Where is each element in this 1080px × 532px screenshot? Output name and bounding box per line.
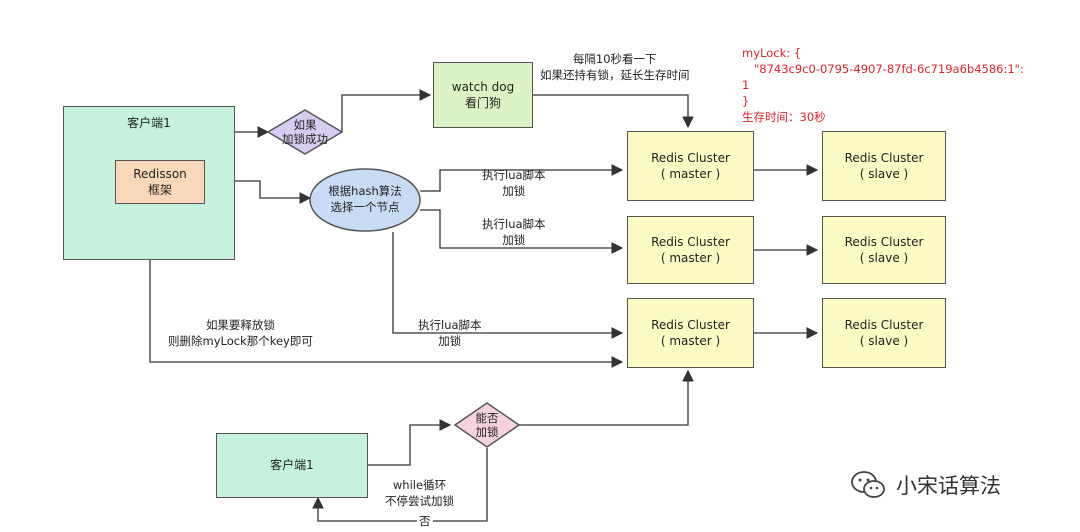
watch-dog-note-line1: 每隔10秒看一下 (572, 52, 657, 66)
master-box-2: Redis Cluster ( master ) (627, 216, 754, 284)
arrow-hash-to-master1 (420, 164, 624, 192)
master-3-line2: ( master ) (660, 334, 721, 348)
lock-success-text: 如果 加锁成功 (271, 118, 339, 147)
redisson-box: Redisson 框架 (115, 160, 205, 204)
slave-1-line2: ( slave ) (859, 167, 909, 181)
arrow-hash-to-master3 (392, 232, 624, 339)
slave-2-line1: Redis Cluster (844, 234, 924, 249)
lua-label-3: 执行lua脚本 加锁 (418, 318, 482, 349)
arrow-can-lock-to-master3 (518, 369, 694, 426)
release-note-line1: 如果要释放锁 (205, 318, 275, 332)
lua-label-2-line1: 执行lua脚本 (482, 217, 546, 231)
arrow-diamond-to-watchdog (341, 89, 432, 132)
slave-2-line2: ( slave ) (859, 251, 909, 265)
can-lock-diamond (453, 402, 521, 448)
arrow-watchdog-to-master1 (533, 94, 694, 129)
lock-info-line3: 1 (742, 78, 750, 93)
slave-box-3: Redis Cluster ( slave ) (822, 298, 946, 368)
lock-success-line2: 加锁成功 (282, 132, 328, 147)
while-note-line1: while循环 (392, 478, 447, 492)
watch-dog-box: watch dog 看门狗 (433, 62, 533, 128)
lock-info-line5: 生存时间：30秒 (742, 110, 826, 125)
arrow-no-loop-back (312, 448, 488, 522)
can-lock-line2: 加锁 (475, 425, 499, 440)
lua-label-1-line2: 加锁 (502, 183, 526, 198)
arrow-release-to-master3 (149, 260, 624, 368)
lua-label-1-line1: 执行lua脚本 (482, 168, 546, 182)
client-bottom-label: 客户端1 (270, 458, 314, 473)
hash-ellipse (309, 168, 421, 232)
lua-label-2: 执行lua脚本 加锁 (482, 217, 546, 248)
watch-dog-line1: watch dog (451, 79, 515, 94)
slave-3-line2: ( slave ) (859, 334, 909, 348)
slave-box-1: Redis Cluster ( slave ) (822, 131, 946, 201)
hash-line1: 根据hash算法 (328, 184, 402, 198)
client-top-label: 客户端1 (127, 116, 171, 130)
hash-ellipse-text: 根据hash算法 选择一个节点 (315, 184, 415, 215)
redisson-line1: Redisson (133, 166, 187, 181)
can-lock-line1: 能否 (475, 411, 499, 425)
slave-box-2: Redis Cluster ( slave ) (822, 216, 946, 284)
lock-info-note: myLock: { "8743c9c0-0795-4907-87fd-6c719… (742, 45, 1024, 125)
lock-info-line1: myLock: { (742, 46, 802, 60)
watermark-text: 小宋话算法 (896, 474, 1001, 498)
lock-success-line1: 如果 (293, 118, 317, 132)
wechat-icon (851, 471, 885, 498)
arrow-hash-to-master2 (420, 209, 624, 254)
master-box-1: Redis Cluster ( master ) (627, 131, 754, 201)
while-note-line2: 不停尝试加锁 (385, 493, 454, 508)
hash-line2: 选择一个节点 (330, 199, 400, 214)
slave-3-line1: Redis Cluster (844, 317, 924, 332)
no-label: 否 (417, 514, 433, 530)
lua-label-1: 执行lua脚本 加锁 (482, 168, 546, 199)
lock-info-line2: "8743c9c0-0795-4907-87fd-6c719a6b4586:1"… (754, 62, 1024, 77)
watermark: 小宋话算法 (850, 470, 1001, 500)
master-1-line2: ( master ) (660, 167, 721, 181)
master-2-line2: ( master ) (660, 251, 721, 265)
lua-label-2-line2: 加锁 (502, 232, 526, 247)
lua-label-3-line1: 执行lua脚本 (418, 318, 482, 332)
lua-label-3-line2: 加锁 (438, 333, 462, 348)
release-note-line2: 则删除myLock那个key即可 (168, 333, 313, 348)
master-2-line1: Redis Cluster (651, 234, 730, 249)
lock-info-line4: } (742, 94, 750, 109)
while-note: while循环 不停尝试加锁 (385, 478, 454, 509)
redisson-line2: 框架 (147, 183, 172, 197)
master-3-line1: Redis Cluster (651, 317, 730, 332)
slave-1-line1: Redis Cluster (844, 150, 924, 165)
watch-dog-line2: 看门狗 (464, 96, 501, 110)
watch-dog-note-line2: 如果还持有锁，延长生存时间 (540, 67, 690, 82)
master-box-3: Redis Cluster ( master ) (627, 298, 754, 368)
watch-dog-note: 每隔10秒看一下 如果还持有锁，延长生存时间 (540, 52, 690, 83)
client-bottom-box: 客户端1 (216, 433, 368, 498)
arrow-client2-to-can-lock (368, 419, 452, 466)
can-lock-text: 能否 加锁 (457, 411, 517, 440)
master-1-line1: Redis Cluster (651, 150, 730, 165)
release-note: 如果要释放锁 则删除myLock那个key即可 (168, 318, 313, 349)
lock-success-diamond (266, 109, 344, 155)
